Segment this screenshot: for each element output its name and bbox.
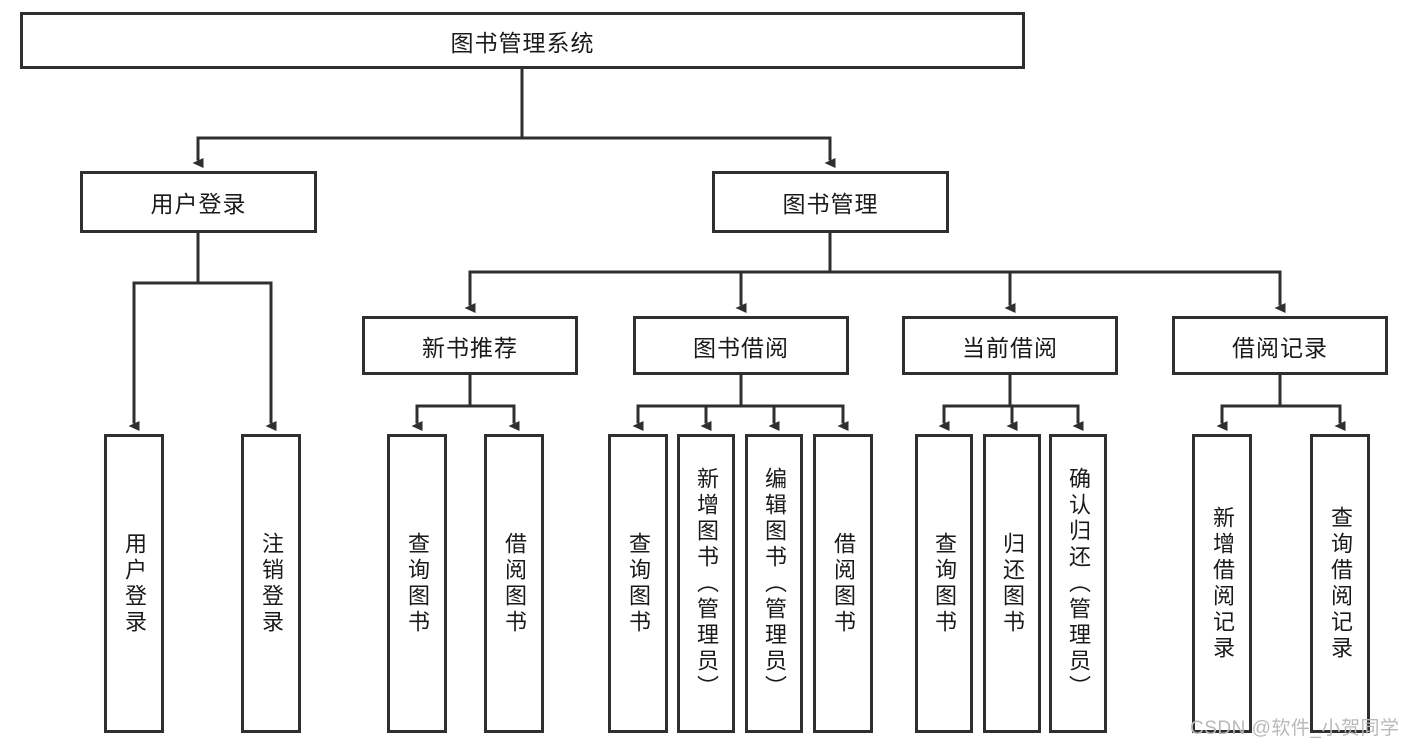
leaf-borrow-books-recommend[interactable]: 借阅图书 xyxy=(484,434,544,733)
leaf-confirm-return-admin[interactable]: 确认归还（管理员） xyxy=(1049,434,1107,733)
node-book-borrow[interactable]: 图书借阅 xyxy=(633,316,849,375)
node-root-label: 图书管理系统 xyxy=(450,29,595,56)
node-root[interactable]: 图书管理系统 xyxy=(20,12,1025,69)
leaf-query-borrow-record-label: 查询借阅记录 xyxy=(1328,505,1353,662)
leaf-query-books-current-label: 查询图书 xyxy=(932,531,957,636)
leaf-query-borrow-record[interactable]: 查询借阅记录 xyxy=(1310,434,1370,733)
leaf-edit-book-admin-label: 编辑图书（管理员） xyxy=(762,466,787,701)
leaf-add-book-admin-label: 新增图书（管理员） xyxy=(694,466,719,701)
leaf-query-books-borrow-label: 查询图书 xyxy=(626,531,651,636)
leaf-return-books[interactable]: 归还图书 xyxy=(983,434,1041,733)
node-user-login[interactable]: 用户登录 xyxy=(80,171,317,233)
leaf-query-books-recommend-label: 查询图书 xyxy=(405,531,430,636)
node-book-management-label: 图书管理 xyxy=(782,191,879,217)
csdn-watermark: CSDN @软件_小贺同学 xyxy=(1190,718,1400,739)
node-current-borrow[interactable]: 当前借阅 xyxy=(902,316,1118,375)
node-user-login-label: 用户登录 xyxy=(150,191,247,217)
leaf-add-borrow-record[interactable]: 新增借阅记录 xyxy=(1192,434,1252,733)
leaf-add-borrow-record-label: 新增借阅记录 xyxy=(1210,505,1235,662)
node-book-borrow-label: 图书借阅 xyxy=(693,334,789,361)
leaf-add-book-admin[interactable]: 新增图书（管理员） xyxy=(677,434,735,733)
node-borrow-records[interactable]: 借阅记录 xyxy=(1172,316,1388,375)
node-current-borrow-label: 当前借阅 xyxy=(962,334,1058,361)
leaf-return-books-label: 归还图书 xyxy=(1000,531,1025,636)
node-new-book-recommend-label: 新书推荐 xyxy=(422,334,518,361)
leaf-borrow-books-recommend-label: 借阅图书 xyxy=(502,531,527,636)
node-book-management[interactable]: 图书管理 xyxy=(712,171,949,233)
leaf-query-books-current[interactable]: 查询图书 xyxy=(915,434,973,733)
node-new-book-recommend[interactable]: 新书推荐 xyxy=(362,316,578,375)
leaf-query-books-borrow[interactable]: 查询图书 xyxy=(608,434,668,733)
leaf-confirm-return-admin-label: 确认归还（管理员） xyxy=(1066,466,1091,701)
leaf-borrow-books[interactable]: 借阅图书 xyxy=(813,434,873,733)
node-borrow-records-label: 借阅记录 xyxy=(1232,334,1328,361)
leaf-user-logout-label: 注销登录 xyxy=(259,531,284,636)
leaf-user-login-label: 用户登录 xyxy=(122,531,147,636)
leaf-query-books-recommend[interactable]: 查询图书 xyxy=(387,434,447,733)
leaf-borrow-books-label: 借阅图书 xyxy=(831,531,856,636)
leaf-user-logout[interactable]: 注销登录 xyxy=(241,434,301,733)
leaf-edit-book-admin[interactable]: 编辑图书（管理员） xyxy=(745,434,803,733)
leaf-user-login[interactable]: 用户登录 xyxy=(104,434,164,733)
